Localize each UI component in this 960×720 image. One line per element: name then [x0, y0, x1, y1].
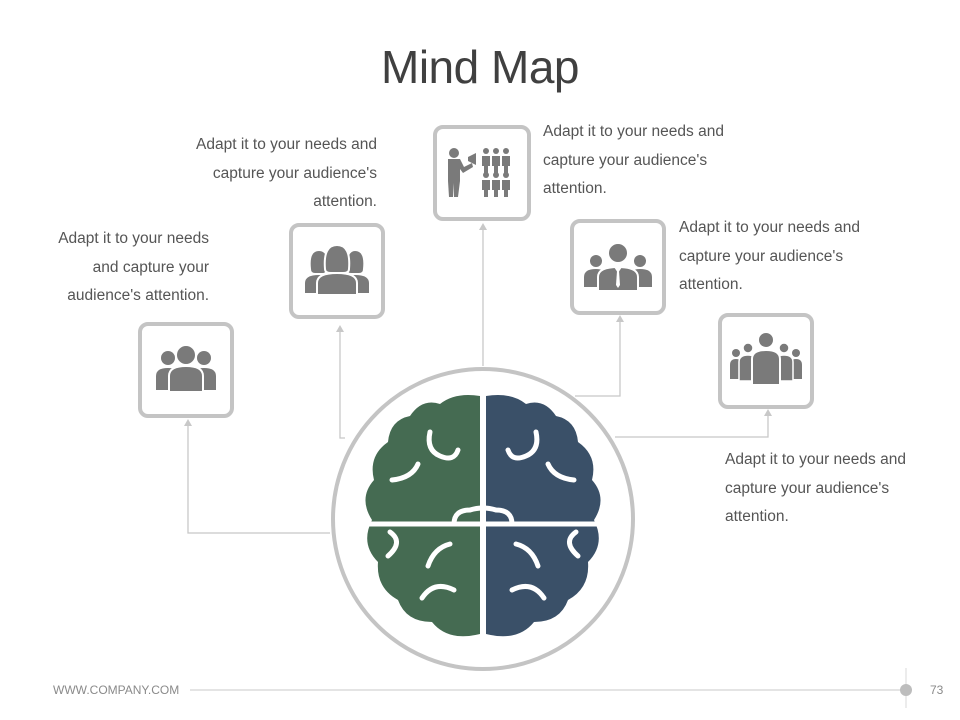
icon-box-far-right	[718, 313, 814, 409]
footer-url: WWW.COMPANY.COM	[53, 683, 180, 697]
crowd-icon	[730, 331, 802, 386]
caption-far-left: Adapt it to your needs and capture your …	[58, 230, 209, 304]
icon-box-far-left	[138, 322, 234, 418]
caption-mid-left: Adapt it to your needs and capture your …	[196, 136, 377, 210]
icon-box-mid-right	[570, 219, 666, 315]
business-team-icon	[584, 242, 652, 292]
icon-box-center	[433, 125, 531, 221]
caption-center: Adapt it to your needs and capture your …	[543, 123, 724, 197]
team-group-icon	[156, 344, 216, 393]
icon-box-mid-left	[289, 223, 385, 319]
speaker-audience-icon	[448, 148, 510, 197]
brain-diagram	[331, 367, 635, 671]
women-group-icon	[305, 243, 369, 296]
caption-far-right: Adapt it to your needs and capture your …	[725, 451, 906, 525]
page-title: Mind Map	[381, 41, 579, 93]
caption-mid-right: Adapt it to your needs and capture your …	[679, 219, 860, 293]
footer-divider	[190, 668, 912, 708]
page-number: 73	[930, 683, 944, 697]
